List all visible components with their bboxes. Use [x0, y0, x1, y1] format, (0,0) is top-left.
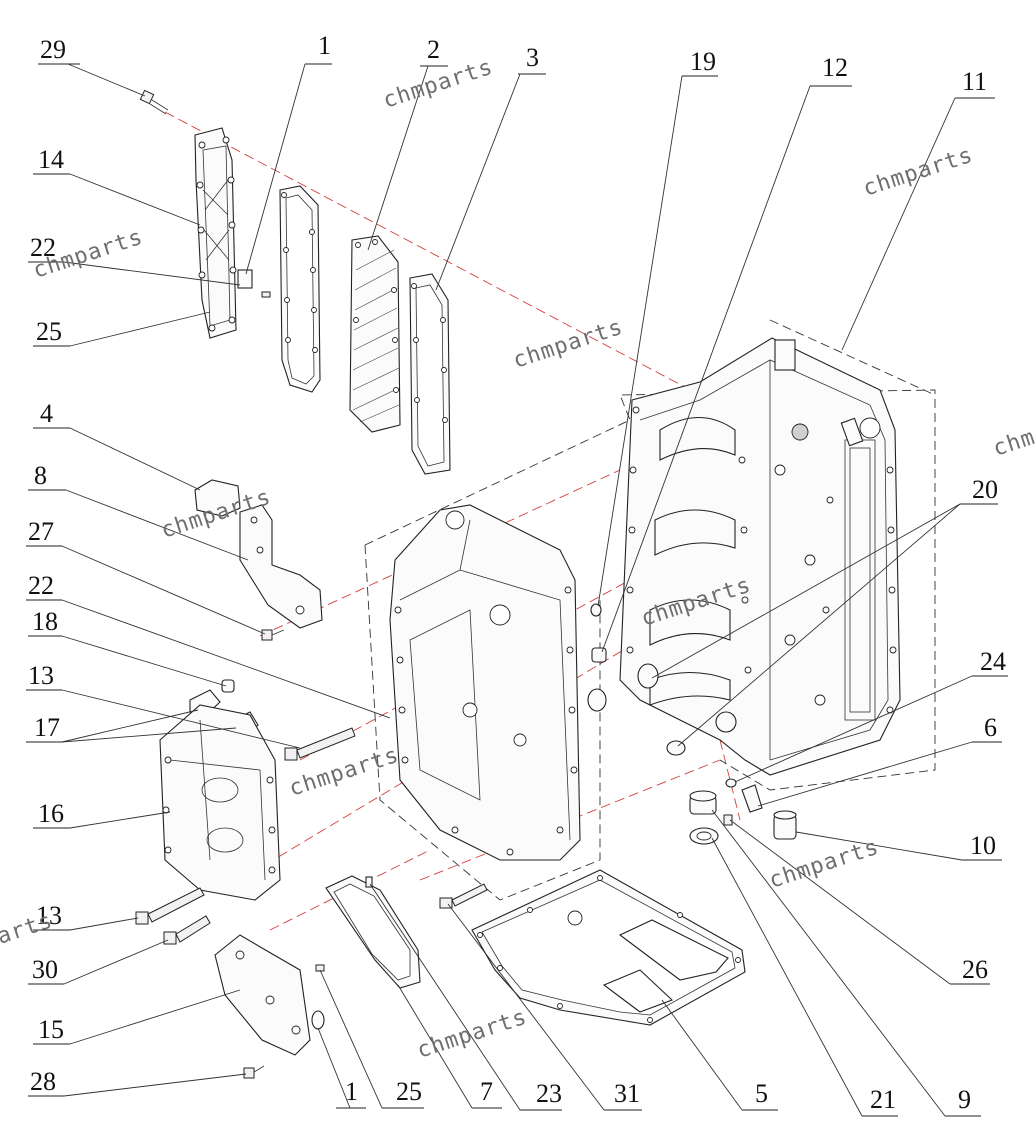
callout-9: 9 [958, 1085, 971, 1114]
part-4-pad [194, 479, 241, 517]
watermark: chmparts [510, 315, 626, 374]
callout-19: 19 [690, 47, 716, 76]
crankcase-bolt-holes [626, 406, 897, 714]
part-9-cap [689, 790, 717, 815]
callout-13-lower: 13 [36, 901, 62, 930]
part-26-bolt [723, 814, 733, 826]
watermark: chmparts [860, 143, 976, 202]
part-31-bolt [439, 883, 488, 909]
watermark: chmparts [414, 1005, 530, 1064]
watermark-partial-left: arts [0, 908, 56, 949]
callout-24: 24 [980, 647, 1006, 676]
part-3-gasket [409, 273, 451, 475]
callout-17: 17 [34, 713, 60, 742]
part-12-dowel [591, 647, 607, 663]
callout-23: 23 [536, 1079, 562, 1108]
callout-16: 16 [38, 799, 64, 828]
part-18-plug [221, 679, 235, 693]
callout-28: 28 [30, 1067, 56, 1096]
callout-25-bottom: 25 [396, 1077, 422, 1106]
part-13-bolt-lower [135, 887, 205, 925]
part-13-long-bolt-upper [284, 727, 356, 761]
callout-12: 12 [822, 53, 848, 82]
part-19-o-ring [590, 603, 602, 617]
part-2-hatched-plate [349, 235, 401, 433]
part-16-cylinder-head [159, 704, 281, 901]
callout-1-bottom: 1 [345, 1077, 358, 1106]
part-6-bracket [741, 784, 763, 813]
part-20-seal-rings [587, 663, 737, 756]
part-11-crankcase-block [619, 337, 901, 776]
callout-18: 18 [32, 607, 58, 636]
center-housing-bolt-holes [394, 586, 578, 856]
callout-3: 3 [526, 43, 539, 72]
center-housing [389, 504, 581, 861]
callout-8: 8 [34, 461, 47, 490]
callout-13-upper: 13 [28, 661, 54, 690]
callout-22-top: 22 [30, 233, 56, 262]
callout-6: 6 [984, 713, 997, 742]
part-23-pin [365, 876, 373, 888]
callout-20: 20 [972, 475, 998, 504]
callout-5: 5 [755, 1079, 768, 1108]
callout-21: 21 [870, 1085, 896, 1114]
part-10-plug [773, 810, 797, 840]
callout-labels: 29 1 2 3 19 12 11 14 22 25 4 8 27 22 18 … [28, 31, 1006, 1114]
part-8-bracket [239, 504, 323, 629]
part-14-cover-plate [194, 127, 271, 339]
callout-4: 4 [40, 399, 53, 428]
part-30-bolt [163, 915, 211, 945]
callout-30: 30 [32, 955, 58, 984]
part-21-washer [689, 827, 719, 845]
part-29-bolt [139, 89, 169, 115]
part-31-base-gasket [471, 869, 746, 1026]
callout-25-top: 25 [36, 317, 62, 346]
watermark-partial-right: chm [990, 425, 1036, 462]
callout-29-top: 29 [40, 35, 66, 64]
callout-1-top: 1 [318, 31, 331, 60]
callout-27: 27 [28, 517, 54, 546]
watermark: chmparts [766, 835, 882, 894]
callout-31: 31 [614, 1079, 640, 1108]
callout-22-mid: 22 [28, 571, 54, 600]
construction-outlines [364, 319, 936, 901]
callout-15: 15 [38, 1015, 64, 1044]
callout-14: 14 [38, 145, 64, 174]
callout-11: 11 [962, 67, 987, 96]
part-7-gasket [325, 875, 421, 989]
part-1-gasket-top [279, 185, 321, 393]
part-15-cover [214, 934, 325, 1056]
callout-7: 7 [480, 1077, 493, 1106]
callout-10: 10 [970, 831, 996, 860]
leader-lines [26, 63, 1008, 1117]
part-27-bolt [261, 629, 285, 641]
callout-2: 2 [427, 35, 440, 64]
part-24-washer [725, 778, 737, 788]
part-28-bolt [243, 1065, 265, 1079]
callout-26: 26 [962, 955, 988, 984]
